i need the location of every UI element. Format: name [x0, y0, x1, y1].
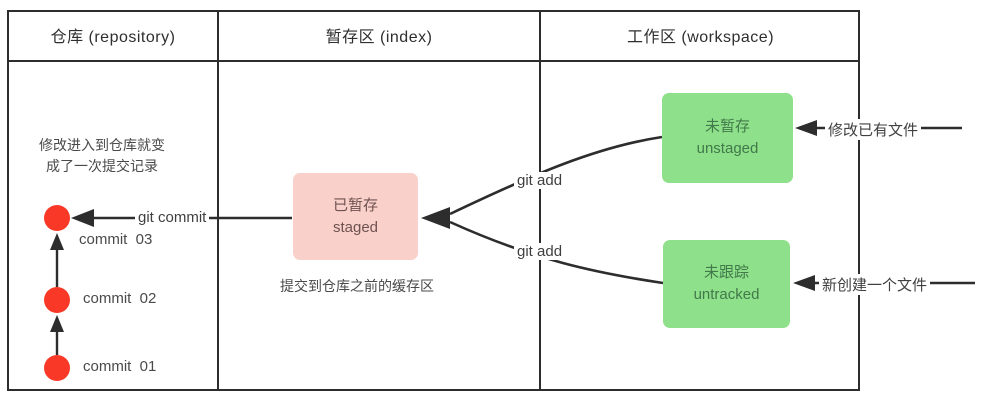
unstaged-box-title: 未暂存	[704, 118, 750, 136]
column-header-index: 暂存区 (index)	[325, 29, 433, 46]
modify-existing-file-label: 修改已有文件	[825, 119, 922, 140]
column-header-repository: 仓库 (repository)	[50, 29, 176, 46]
commit-node-03	[44, 205, 70, 231]
repository-note-line2: 成了一次提交记录	[46, 158, 158, 174]
untracked-box-title: 未跟踪	[703, 264, 749, 282]
git-commit-label: git commit	[135, 209, 210, 226]
staged-box-subtitle: staged	[332, 218, 379, 236]
header-separator	[7, 60, 860, 62]
repository-note: 修改进入到仓库就变 成了一次提交记录	[14, 135, 190, 177]
commit-label-01: commit 01	[83, 358, 157, 375]
column-header-workspace: 工作区 (workspace)	[626, 29, 775, 46]
git-add-untracked-label: git add	[514, 243, 566, 260]
commit-node-02	[44, 287, 70, 313]
divider-repository-index	[217, 10, 219, 391]
repository-note-line1: 修改进入到仓库就变	[39, 137, 165, 153]
commit-label-03: commit 03	[79, 231, 153, 248]
staged-box-title: 已暂存	[332, 196, 378, 214]
unstaged-box-subtitle: unstaged	[696, 140, 759, 157]
unstaged-box: 未暂存 unstaged	[662, 93, 793, 183]
commit-label-02: commit 02	[83, 290, 157, 307]
untracked-box: 未跟踪 untracked	[663, 240, 790, 328]
commit-node-01	[44, 355, 70, 381]
index-caption: 提交到仓库之前的缓存区	[280, 278, 434, 294]
divider-index-workspace	[539, 10, 541, 391]
git-add-unstaged-label: git add	[514, 172, 566, 189]
untracked-box-subtitle: untracked	[693, 286, 760, 303]
create-new-file-label: 新创建一个文件	[819, 274, 931, 295]
table-frame	[7, 10, 860, 391]
staged-box: 已暂存 staged	[293, 173, 418, 260]
